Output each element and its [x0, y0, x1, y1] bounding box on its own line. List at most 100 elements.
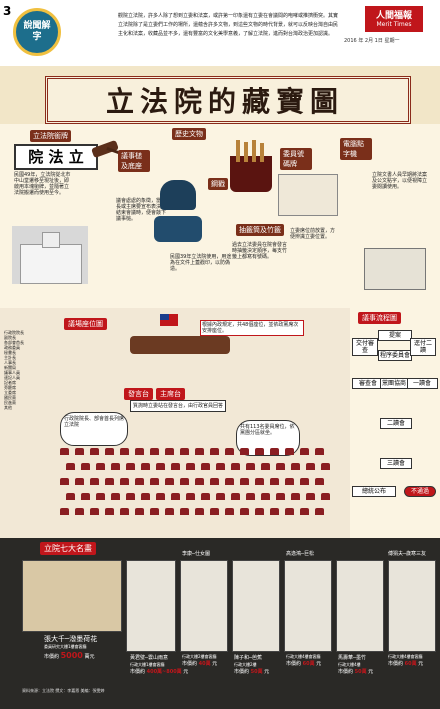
chamber-seat — [321, 463, 330, 470]
chamber-seat — [291, 493, 300, 500]
painting-price-row: 市價約 5000 萬元 — [44, 651, 94, 660]
chamber-seat — [300, 508, 309, 515]
painting-location: 行政大樓4樓會客廳 — [286, 654, 321, 659]
painting-price-label: 市價約 — [388, 661, 404, 667]
painting-price-unit: 元 — [212, 661, 218, 667]
flag-icon — [160, 314, 178, 326]
chamber-seat — [270, 508, 279, 515]
painting-price-unit: 元 — [418, 661, 424, 667]
painting-location: 行政大樓4樓 — [338, 662, 361, 667]
column-label: 說聞解字 — [23, 21, 51, 42]
flow-rejected: 不通過 — [404, 486, 436, 497]
chamber-seat — [276, 463, 285, 470]
painting-price-unit: 元 — [368, 669, 374, 675]
chamber-seat — [306, 463, 315, 470]
chamber-seat — [270, 478, 279, 485]
chamber-seat — [285, 448, 294, 455]
chamber-seat — [171, 463, 180, 470]
painting-price-unit: 元 — [316, 661, 322, 667]
chamber-seat — [60, 448, 69, 455]
chamber-seat — [90, 448, 99, 455]
chamber-seat — [66, 463, 75, 470]
title-banner: 立法院的藏寶圖 — [0, 66, 440, 124]
painting-name: 張大千─潑墨荷花 — [44, 635, 98, 643]
chamber-seat — [300, 448, 309, 455]
court-title: 院 法 立 — [28, 148, 84, 166]
chamber-seat — [90, 478, 99, 485]
painting-price: 60萬 — [302, 661, 315, 667]
painting-price-row: 市價約 60萬 元 — [388, 660, 423, 667]
chamber-section: 議場座位圖 根據內政規定，共48個座位，並依政黨席次安排座位。 發言台 主席台 … — [0, 308, 350, 538]
chamber-seat — [60, 478, 69, 485]
seal-image — [150, 180, 206, 246]
issue-date: 2016 年 2月 1日 星期一 — [344, 38, 400, 44]
painting-location: 委員研究大樓1樓會客廳 — [44, 644, 87, 649]
chamber-seat — [216, 493, 225, 500]
chamber-seat — [240, 448, 249, 455]
painting-location: 行政大樓4樓會客廳 — [388, 654, 423, 659]
painting-image — [126, 560, 176, 652]
chamber-seat — [291, 463, 300, 470]
chamber-seat — [261, 493, 270, 500]
electronic-image — [364, 248, 426, 290]
chamber-seat — [75, 448, 84, 455]
chamber-seat — [210, 478, 219, 485]
painting-location: 行政大樓2樓 — [234, 662, 257, 667]
painting-price: 50萬 — [354, 669, 367, 675]
chamber-seat — [180, 448, 189, 455]
chamber-seat — [150, 448, 159, 455]
flow-direct: 逕付二讀 — [410, 338, 436, 356]
flow-section: 議事流程圖 提案 程序委員會 一讀會 審查會 黨團協商 二讀會 三讀會 總統公布… — [350, 308, 440, 538]
chamber-seat — [135, 508, 144, 515]
chamber-seat — [96, 463, 105, 470]
painting-name: 高逸鴻─巨松 — [286, 551, 315, 557]
painting-image — [388, 560, 436, 652]
chamber-seat — [195, 448, 204, 455]
committee-image — [278, 174, 338, 216]
painting-price-unit: 元 — [183, 669, 189, 675]
painting-name: 陳子和─芭蕉 — [234, 655, 263, 661]
legend-item: 立委席 — [4, 390, 16, 395]
flow-refer: 交付審查 — [352, 338, 378, 356]
gavel-label: 議事槌及底座 — [118, 150, 150, 172]
legend-item: 政務委員 — [4, 345, 20, 350]
chamber-seat — [210, 448, 219, 455]
flow-promulgate: 總統公布 — [352, 486, 396, 497]
chamber-seat — [135, 478, 144, 485]
electronic-label: 電腦點字機 — [340, 138, 372, 160]
brand-logo: 人間福報 Merit Times — [365, 6, 423, 32]
painting-name: 黃君璧─雲山雨意 — [130, 655, 169, 661]
drawer-image — [230, 140, 274, 192]
chamber-seat — [195, 508, 204, 515]
header: 3 說聞解字 觀院立法院，許多人除了想到立委和法案，或許第一印象還有立委在會議間… — [0, 0, 440, 66]
electronic-text: 立院文書人員早期將法案及公文點字，以便視障立委閱讀使用。 — [372, 172, 428, 190]
painting-location: 行政大樓2樓會客廳 — [182, 654, 217, 659]
legend-item: 議事人員 — [4, 370, 20, 375]
drawer-label: 抽籤筒及竹籤 — [236, 224, 284, 236]
chamber-seat — [156, 493, 165, 500]
chamber-seat — [135, 448, 144, 455]
chamber-seat — [255, 508, 264, 515]
chamber-seat — [255, 448, 264, 455]
painting-price: 50萬 — [250, 669, 263, 675]
drawer-text: 過去立法委員在院會發言時抽籤決定順序，每支竹籤上都寫有號碼。 — [232, 242, 288, 260]
chamber-seat — [300, 478, 309, 485]
chamber-seat — [105, 508, 114, 515]
chamber-seat — [225, 478, 234, 485]
chamber-legend: 行政院院長 副院長 各部會首長 政務委員 秘書長 主計長 人事長 新聞局 議事人… — [4, 330, 54, 410]
chamber-seat — [66, 493, 75, 500]
title-frame — [45, 76, 411, 124]
paintings-section: 立院七大名畫 張大千─潑墨荷花 委員研究大樓1樓會客廳 市價約 5000 萬元 … — [0, 538, 440, 709]
committee-label: 委員號碼牌 — [280, 148, 312, 170]
chamber-seat — [126, 493, 135, 500]
chair-label: 主席台 — [156, 388, 185, 400]
chamber-seat — [180, 508, 189, 515]
painting-price: 5000 — [60, 651, 83, 660]
brand-name-en: Merit Times — [376, 21, 412, 28]
legend-item: 其他 — [4, 405, 12, 410]
column-badge: 說聞解字 — [13, 8, 61, 56]
legend-item: 速記人員 — [4, 375, 20, 380]
seat-grid — [60, 448, 340, 528]
painting-price: 40萬 — [198, 661, 211, 667]
chamber-seat — [96, 493, 105, 500]
